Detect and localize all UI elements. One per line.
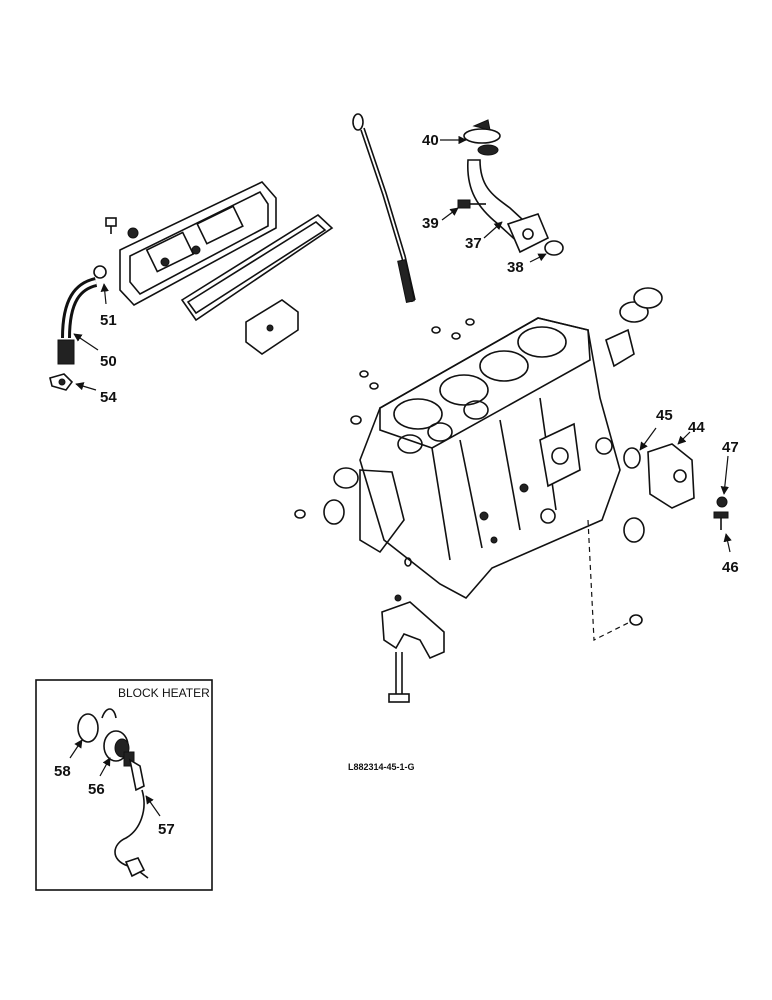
dipstick bbox=[352, 113, 416, 303]
cylinder-block bbox=[359, 317, 621, 600]
cover-plate bbox=[245, 299, 299, 355]
block-heater-inset: BLOCK HEATER 58 56 57 bbox=[35, 679, 213, 891]
valve-cover-gasket bbox=[180, 213, 334, 322]
leader-57 bbox=[145, 795, 161, 817]
callout-57: 57 bbox=[158, 821, 175, 838]
breather-tube bbox=[57, 265, 107, 365]
leader-51 bbox=[100, 283, 109, 305]
callout-39: 39 bbox=[422, 215, 439, 232]
dashed-assembly-line bbox=[587, 519, 631, 641]
housing-nut bbox=[716, 496, 728, 508]
block-plugs bbox=[294, 287, 663, 626]
tube-clip bbox=[49, 373, 74, 391]
housing-bolt bbox=[713, 511, 729, 530]
callout-50: 50 bbox=[100, 353, 117, 370]
callout-58: 58 bbox=[54, 763, 71, 780]
oil-filler-cap bbox=[463, 119, 501, 156]
callout-45: 45 bbox=[656, 407, 673, 424]
leader-38 bbox=[529, 253, 547, 263]
valve-cover bbox=[119, 181, 277, 306]
leader-56 bbox=[99, 757, 111, 777]
leader-54 bbox=[75, 382, 97, 391]
leader-58 bbox=[69, 739, 83, 759]
inset-title: BLOCK HEATER bbox=[118, 686, 210, 700]
callout-38: 38 bbox=[507, 259, 524, 276]
filler-bolt bbox=[457, 199, 486, 209]
filler-o-ring bbox=[544, 240, 564, 256]
callout-56: 56 bbox=[88, 781, 105, 798]
water-outlet-housing bbox=[647, 443, 695, 509]
leader-46 bbox=[723, 533, 732, 553]
leader-44 bbox=[677, 431, 691, 445]
callout-46: 46 bbox=[722, 559, 739, 576]
leader-50 bbox=[73, 333, 99, 351]
main-bearing-bolt bbox=[388, 652, 410, 703]
leader-47 bbox=[720, 455, 729, 495]
leader-37 bbox=[483, 221, 503, 239]
main-bearing-cap bbox=[381, 594, 445, 660]
callout-47: 47 bbox=[722, 439, 739, 456]
callout-44: 44 bbox=[688, 419, 705, 436]
leader-39 bbox=[441, 207, 459, 221]
callout-51: 51 bbox=[100, 312, 117, 329]
housing-o-ring bbox=[623, 447, 641, 469]
callout-54: 54 bbox=[100, 389, 117, 406]
leader-45 bbox=[639, 427, 657, 451]
heater-cord bbox=[114, 758, 149, 879]
drawing-reference-code: L882314-45-1-G bbox=[348, 762, 415, 772]
heater-o-ring bbox=[77, 713, 99, 743]
filler-tube bbox=[467, 159, 550, 254]
callout-37: 37 bbox=[465, 235, 482, 252]
callout-40: 40 bbox=[422, 132, 439, 149]
cover-bolt bbox=[105, 217, 139, 239]
